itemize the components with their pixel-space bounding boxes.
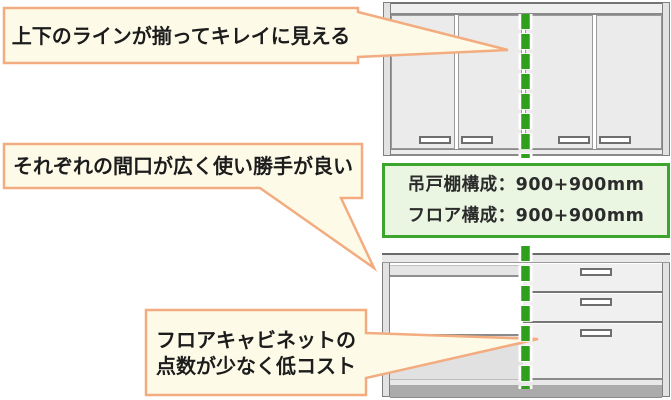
countertop [382, 253, 670, 263]
callout-middle-text: それぞれの間口が広く使い勝手が良い [13, 154, 353, 178]
callout-top-text: 上下のラインが揃ってキレイに見える [11, 23, 351, 48]
door-handle [461, 136, 493, 144]
drawer [523, 263, 662, 293]
floor-cabinet-left-side-panel [382, 261, 390, 397]
wall-cabinet-door [458, 15, 522, 149]
drawer [523, 293, 662, 323]
drawer-handle [580, 268, 612, 276]
door-handle [599, 136, 631, 144]
floor-cabinet-right-side-panel [662, 261, 670, 397]
callout-bottom-text-line2: 点数が少なく低コスト [156, 353, 356, 378]
wall-cabinet-left-side-panel [383, 2, 391, 156]
door-handle [558, 136, 590, 144]
callout-middle: それぞれの間口が広く使い勝手が良い [4, 144, 362, 188]
drawer [523, 323, 662, 380]
wall-cabinet-top-frame [383, 2, 670, 15]
callout-bottom: フロアキャビネットの 点数が少なく低コスト [146, 310, 366, 395]
wall-cabinet-doors [391, 15, 662, 149]
drawer-handle [580, 298, 612, 306]
open-unit-opening [390, 277, 523, 334]
drawer-handle [580, 329, 612, 337]
floor-configuration-label: フロア構成：900+900mm [407, 205, 645, 226]
wall-cabinet-door [391, 15, 455, 149]
callout-bottom-text-line1: フロアキャビネットの [156, 327, 356, 352]
configuration-info-box: 吊戸棚構成：900+900mm フロア構成：900+900mm [382, 163, 670, 238]
drawer-unit [523, 263, 662, 380]
wall-cabinet-door [525, 15, 593, 149]
wall-cabinet-bottom-edge [391, 149, 662, 156]
wall-configuration-label: 吊戸棚構成：900+900mm [407, 174, 645, 195]
wall-cabinet-right-side-panel [662, 2, 670, 156]
wall-cabinet [383, 2, 670, 156]
open-unit-lower-panel [390, 336, 523, 380]
door-handle [419, 136, 451, 144]
floor-cabinet [382, 253, 670, 398]
toe-kick [390, 385, 662, 398]
wall-cabinet-door [596, 15, 662, 149]
callout-top: 上下のラインが揃ってキレイに見える [4, 8, 358, 63]
open-unit-top-rail [390, 265, 523, 277]
